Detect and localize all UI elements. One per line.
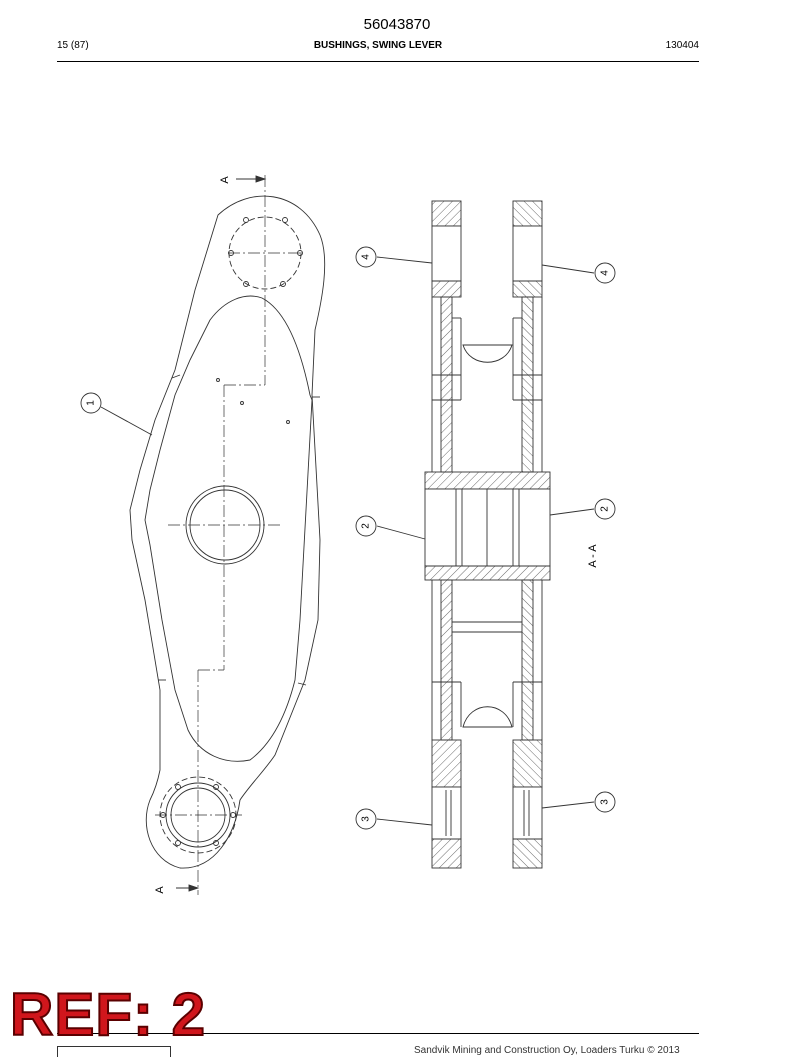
callout-1: 1 bbox=[80, 392, 102, 414]
callout-3-right: 3 bbox=[594, 791, 616, 813]
footer-rule bbox=[57, 1033, 699, 1034]
callout-4-left: 4 bbox=[355, 246, 377, 268]
footer-copyright: Sandvik Mining and Construction Oy, Load… bbox=[414, 1045, 680, 1056]
callout-2-left-label: 2 bbox=[361, 523, 372, 529]
header-rule bbox=[57, 61, 699, 62]
callout-2-left: 2 bbox=[355, 515, 377, 537]
section-marker-bottom: A bbox=[154, 886, 166, 894]
document-code: 130404 bbox=[665, 40, 699, 51]
callout-3-right-label: 3 bbox=[600, 799, 611, 805]
swing-lever-side-view bbox=[129, 175, 326, 895]
page-title: BUSHINGS, SWING LEVER bbox=[313, 40, 443, 51]
ref-label: REF: 2 bbox=[9, 981, 207, 1048]
callout-4-right-label: 4 bbox=[600, 270, 611, 276]
part-number: 56043870 bbox=[363, 16, 431, 33]
header-row: 15 (87) BUSHINGS, SWING LEVER 130404 bbox=[57, 40, 699, 54]
callout-1-label: 1 bbox=[86, 400, 97, 406]
section-marker-top: A bbox=[219, 176, 231, 184]
callout-4-left-label: 4 bbox=[361, 254, 372, 260]
brand-logo bbox=[57, 1046, 171, 1057]
callout-2-right-label: 2 bbox=[600, 506, 611, 512]
callout-3-left-label: 3 bbox=[361, 816, 372, 822]
callout-leaders bbox=[100, 256, 595, 826]
section-label: A - A bbox=[587, 544, 599, 568]
callout-2-right: 2 bbox=[594, 498, 616, 520]
page-indicator: 15 (87) bbox=[57, 40, 89, 51]
callout-3-left: 3 bbox=[355, 808, 377, 830]
callout-4-right: 4 bbox=[594, 262, 616, 284]
section-view-a-a bbox=[424, 200, 551, 869]
